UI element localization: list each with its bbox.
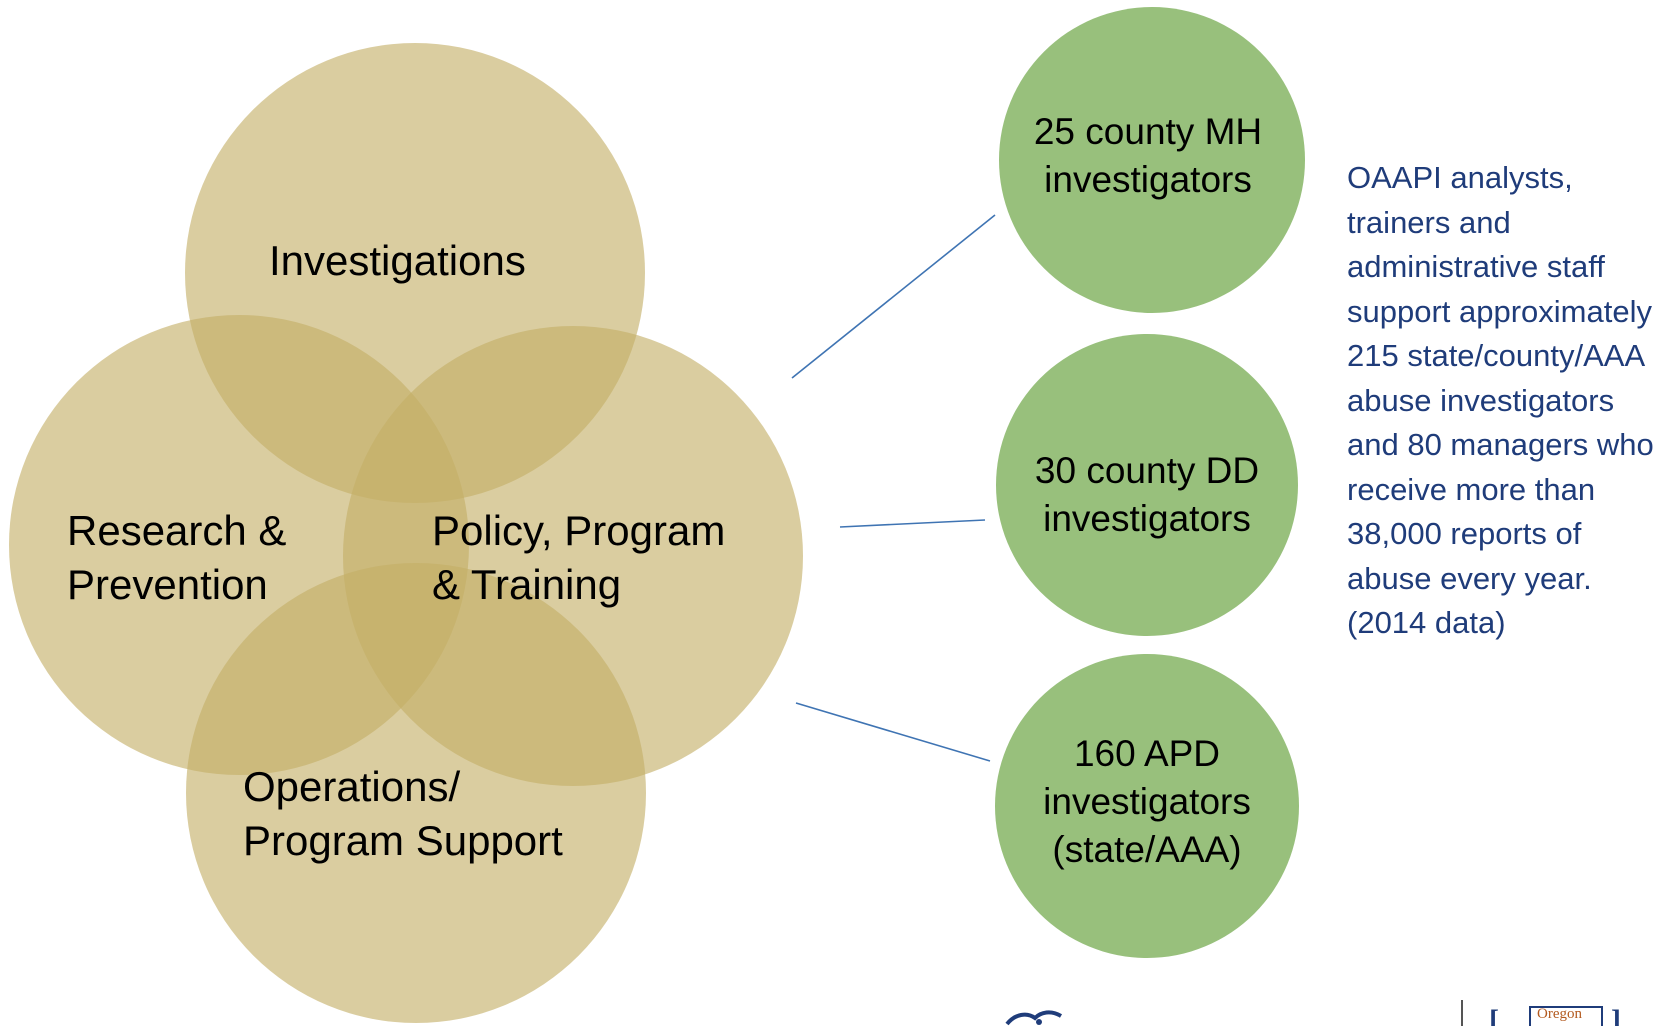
venn-label-investigations: Investigations [269, 237, 526, 284]
venn-circle-operations-support [186, 563, 646, 1023]
node-label-mh: 25 county MH investigators [1033, 111, 1263, 200]
venn-label-research-prevention: Research & Prevention [67, 507, 287, 608]
node-circle-dd [996, 334, 1298, 636]
node-circle-apd [995, 654, 1299, 958]
node-label-dd: 30 county DD investigators [1034, 450, 1260, 539]
venn-label-operations-support: Operations/ Program Support [243, 763, 563, 864]
footer-logos: [ Oregon ] [1005, 1000, 1665, 1026]
logo-word: Oregon [1537, 1006, 1582, 1022]
logo-bracket-right: ] [1611, 1004, 1621, 1026]
node-circle-mh [999, 7, 1305, 313]
connector-line-dd [839, 519, 986, 528]
logo-box [1529, 1006, 1603, 1026]
side-note-text: OAAPI analysts, trainers and administrat… [1347, 160, 1654, 640]
connector-line-mh [791, 214, 996, 379]
bird-logo-icon [1005, 1010, 1063, 1026]
node-label-apd: 160 APD investigators (state/AAA) [1043, 733, 1251, 870]
connector-line-apd [795, 702, 991, 762]
logo-divider [1461, 1000, 1463, 1026]
logo-bracket-left: [ [1489, 1004, 1499, 1026]
venn-label-policy-program-training: Policy, Program & Training [432, 507, 726, 608]
